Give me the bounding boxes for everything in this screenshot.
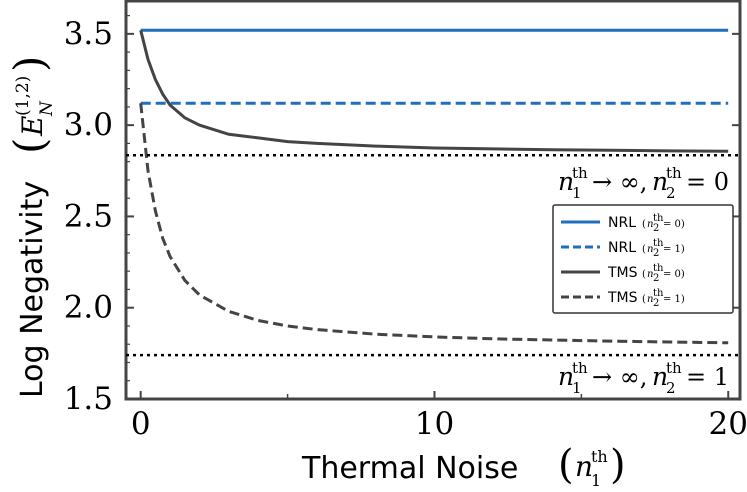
legend-cond-value: = 0) (663, 269, 685, 280)
legend-cond-sub: 2 (653, 298, 659, 309)
legend-cond-open: ( (642, 269, 646, 280)
svg-text:2: 2 (666, 379, 676, 397)
svg-text:th: th (666, 359, 682, 377)
svg-text:→ ∞,: → ∞, (592, 168, 647, 196)
legend-cond-sup: th (653, 263, 664, 274)
svg-text:(: ( (558, 442, 574, 488)
legend-cond-value: = 1) (663, 244, 685, 255)
legend-cond-var: n (647, 219, 653, 230)
legend-label-2: TMS (607, 265, 638, 281)
svg-text:th: th (572, 359, 588, 377)
x-tick-label: 20 (709, 406, 747, 442)
svg-text:(1,2): (1,2) (13, 76, 33, 116)
svg-text:= 1: = 1 (686, 363, 729, 391)
svg-text:th: th (572, 164, 588, 182)
svg-text:th: th (591, 447, 608, 466)
legend-cond-sub: 2 (653, 273, 659, 284)
legend-cond-var: n (647, 244, 653, 255)
x-tick-label: 0 (131, 406, 151, 442)
legend-label-3: TMS (607, 290, 638, 306)
legend-cond-value: = 1) (663, 294, 685, 305)
svg-text:= 0: = 0 (686, 168, 729, 196)
svg-text:→ ∞,: → ∞, (592, 363, 647, 391)
svg-text:1: 1 (591, 471, 601, 490)
legend-cond-sup: th (653, 213, 664, 224)
x-axis-title: Thermal Noise ( n 1 th ) (301, 442, 626, 490)
legend-label-1: NRL (608, 240, 636, 256)
legend-cond-sup: th (653, 238, 664, 249)
series-line-tms-2 (139, 29, 729, 153)
legend-cond-sub: 2 (653, 223, 659, 234)
svg-text:Log Negativity: Log Negativity (15, 181, 50, 398)
svg-text:1: 1 (572, 379, 582, 397)
legend-label-0: NRL (608, 215, 636, 231)
ref-label-2: n 1 th → ∞, n 2 th = 1 (558, 359, 729, 397)
series-layer (139, 28, 729, 345)
ref-label-1: n 1 th → ∞, n 2 th = 0 (558, 164, 729, 202)
legend-cond-open: ( (642, 219, 646, 230)
svg-text:n: n (652, 167, 668, 196)
series-line-tms-3 (139, 103, 729, 345)
svg-text:n: n (558, 167, 574, 196)
svg-text:n: n (652, 362, 668, 391)
legend-cond-open: ( (642, 244, 646, 255)
x-tick-label: 10 (415, 406, 454, 442)
legend-cond-sub: 2 (653, 248, 659, 259)
reference-lines (126, 154, 740, 357)
legend-box (552, 204, 734, 314)
svg-text:n: n (575, 450, 593, 483)
legend-cond-var: n (647, 294, 653, 305)
legend-cond-open: ( (642, 294, 646, 305)
y-axis-title: Log Negativity ( E N (1,2) ) (5, 56, 57, 398)
svg-text:): ) (5, 56, 54, 72)
axis-ticks: 0 10 20 1.5 2.0 2.5 3.0 3.5 (64, 15, 747, 442)
legend-cond-var: n (647, 269, 653, 280)
y-tick-label: 3.5 (64, 16, 113, 52)
svg-text:Thermal Noise: Thermal Noise (301, 451, 518, 486)
legend-cond-value: = 0) (663, 219, 685, 230)
y-tick-label: 2.0 (64, 290, 113, 326)
legend-cond-sup: th (653, 288, 664, 299)
svg-text:n: n (558, 362, 574, 391)
svg-text:th: th (666, 164, 682, 182)
svg-text:E: E (16, 116, 49, 137)
y-tick-label: 1.5 (64, 381, 113, 417)
y-tick-label: 2.5 (64, 198, 113, 234)
svg-text:1: 1 (572, 184, 582, 202)
svg-text:2: 2 (666, 184, 676, 202)
svg-text:N: N (37, 100, 57, 117)
y-tick-label: 3.0 (64, 107, 113, 143)
svg-text:): ) (610, 442, 626, 488)
svg-text:(: ( (5, 138, 54, 154)
plot-frame (124, 0, 742, 401)
